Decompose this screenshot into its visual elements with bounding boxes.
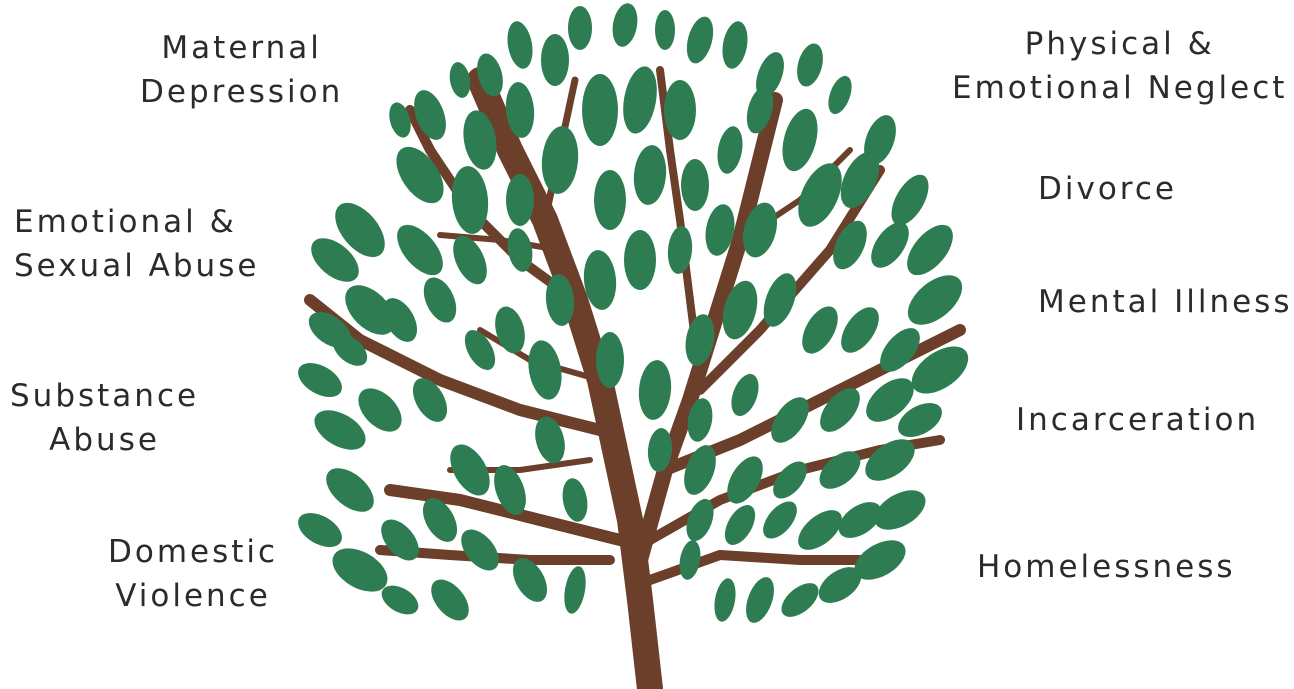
leaf bbox=[681, 159, 709, 211]
leaf bbox=[711, 577, 738, 624]
label-physical-emotional-neglect: Physical & Emotional Neglect bbox=[952, 22, 1287, 110]
leaf bbox=[757, 495, 804, 544]
leaf bbox=[424, 573, 476, 628]
leaf bbox=[447, 61, 473, 100]
leaf bbox=[506, 174, 534, 226]
label-emotional-sexual-abuse: Emotional & Sexual Abuse bbox=[14, 200, 259, 288]
leaf bbox=[714, 124, 746, 175]
leaf bbox=[677, 539, 704, 582]
leaf bbox=[776, 105, 823, 175]
label-mental-illness: Mental Illness bbox=[1038, 280, 1292, 324]
leaf bbox=[417, 272, 463, 327]
label-homelessness: Homelessness bbox=[977, 545, 1236, 589]
label-substance-abuse: Substance Abuse bbox=[10, 374, 199, 462]
leaf bbox=[490, 303, 529, 357]
leaf bbox=[568, 6, 592, 50]
label-domestic-violence: Domestic Violence bbox=[108, 530, 278, 618]
leaf bbox=[504, 19, 536, 70]
leaf bbox=[834, 301, 887, 360]
leaf bbox=[631, 144, 668, 207]
label-incarceration: Incarceration bbox=[1016, 398, 1259, 442]
leaf bbox=[775, 577, 824, 624]
leaf bbox=[741, 573, 780, 626]
leaf bbox=[524, 338, 566, 403]
label-maternal-depression: Maternal Depression bbox=[140, 26, 343, 114]
leaf bbox=[594, 170, 626, 230]
leaf bbox=[624, 230, 656, 290]
leaf bbox=[884, 169, 936, 231]
label-divorce: Divorce bbox=[1038, 167, 1177, 211]
leaf bbox=[539, 125, 581, 196]
leaf bbox=[664, 80, 696, 140]
leaf bbox=[898, 217, 961, 284]
leaf bbox=[318, 460, 381, 521]
leaf bbox=[559, 476, 590, 523]
leaf bbox=[609, 1, 640, 48]
leaf bbox=[292, 506, 348, 554]
leaf bbox=[793, 41, 828, 90]
leaf bbox=[824, 73, 856, 117]
leaf bbox=[292, 356, 348, 404]
leaf bbox=[388, 217, 451, 284]
leaf bbox=[374, 513, 426, 568]
leaf bbox=[596, 332, 624, 388]
leaf bbox=[618, 64, 661, 137]
leaf bbox=[541, 34, 569, 86]
leaf bbox=[795, 300, 845, 359]
leaf bbox=[719, 19, 751, 70]
leaf bbox=[719, 500, 762, 550]
leaf bbox=[582, 74, 618, 146]
leaf bbox=[636, 359, 673, 422]
leaf bbox=[454, 523, 506, 578]
leaf bbox=[655, 10, 675, 50]
leaf bbox=[726, 370, 764, 420]
leaf bbox=[561, 565, 589, 616]
leaf bbox=[682, 14, 718, 67]
